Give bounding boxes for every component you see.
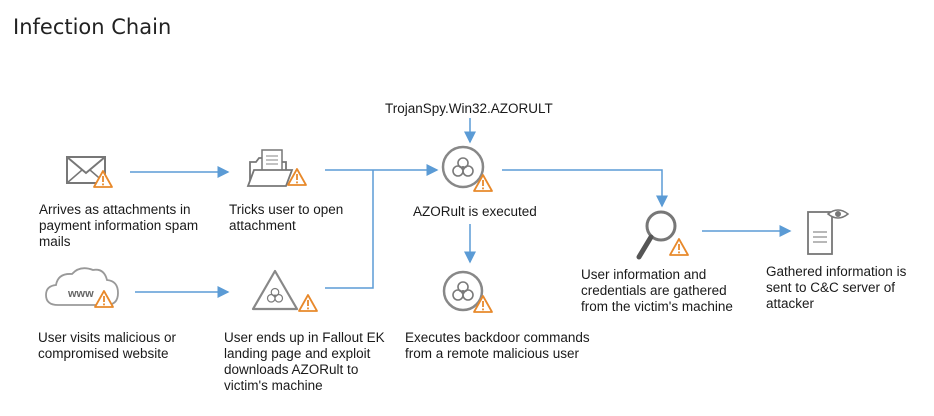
backdoor-biohazard-icon bbox=[442, 270, 493, 313]
cloud-www-icon: www bbox=[45, 267, 119, 308]
magnifier-icon bbox=[636, 210, 689, 260]
line-fallout-up bbox=[325, 170, 374, 289]
label-backdoor: Executes backdoor commands from a remote… bbox=[405, 330, 590, 361]
label-email: Arrives as attachments in payment inform… bbox=[39, 202, 199, 249]
diagram-title: Infection Chain bbox=[13, 15, 172, 39]
label-gathered: User information and credentials are gat… bbox=[581, 267, 733, 314]
server-icon bbox=[807, 209, 850, 255]
executed-biohazard-icon bbox=[441, 145, 493, 192]
label-sent: Gathered information is sent to C&C serv… bbox=[766, 264, 907, 311]
label-website: User visits malicious or compromised web… bbox=[38, 330, 177, 361]
connectors bbox=[130, 118, 792, 298]
label-fallout: User ends up in Fallout EK landing page … bbox=[224, 330, 385, 393]
fallout-biohazard-icon bbox=[251, 269, 318, 312]
envelope-icon bbox=[66, 156, 113, 188]
label-executed: AZORult is executed bbox=[413, 204, 537, 219]
label-trojan-name: TrojanSpy.Win32.AZORULT bbox=[385, 101, 553, 116]
arrow-executed-to-gather bbox=[502, 169, 668, 208]
attachment-icon bbox=[246, 149, 307, 187]
www-text: www bbox=[67, 288, 94, 300]
label-attachment: Tricks user to open attachment bbox=[229, 202, 344, 233]
